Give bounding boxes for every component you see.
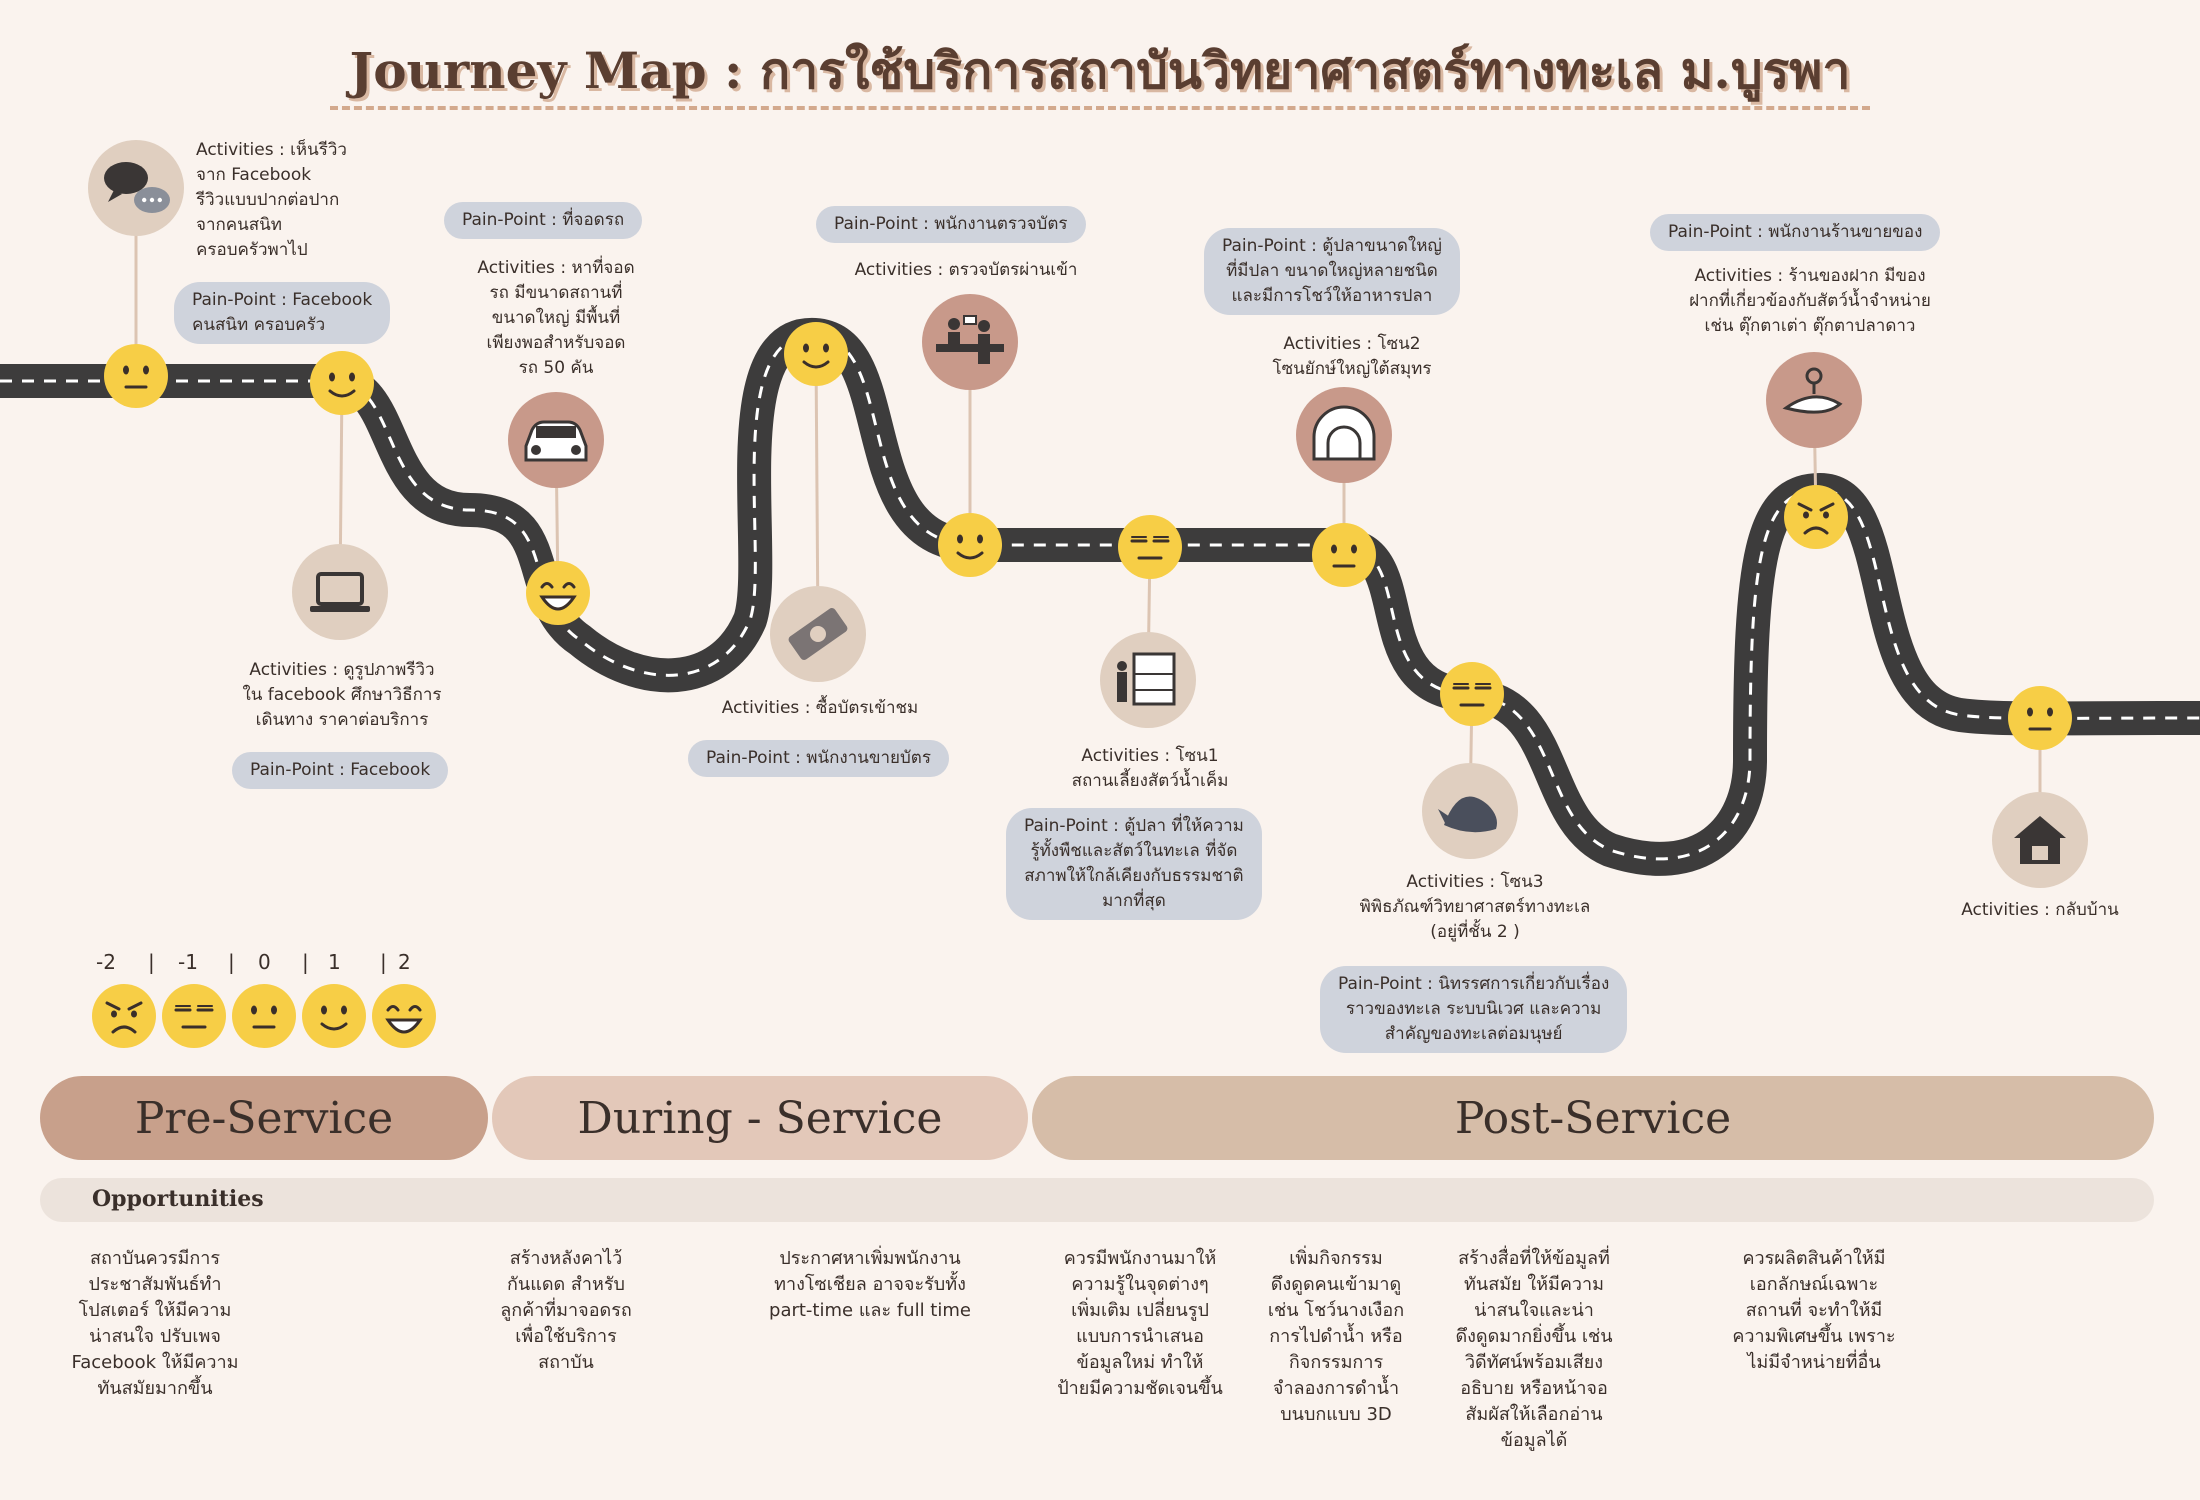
stage-pre-service: Pre-Service (40, 1076, 488, 1160)
scale-label-1: 1 (328, 950, 341, 974)
emotion-marker-1 (104, 344, 168, 408)
icon-circle-2 (292, 544, 388, 640)
step-3-activities: Activities : หาที่จอด รถ มีขนาดสถานที่ ข… (477, 258, 635, 378)
title-underline (330, 106, 1870, 110)
emotion-marker-10 (2008, 686, 2072, 750)
step-1-pain-point: Pain-Point : Facebook คนสนิท ครอบครัว (174, 282, 391, 344)
keychain-icon (1782, 367, 1843, 414)
scale-separator: | (148, 950, 155, 974)
scale-label-0: 0 (258, 950, 271, 974)
opportunity-3: ประกาศหาเพิ่มพนักงาน ทางโซเชียล อาจจะรับ… (769, 1248, 971, 1321)
opportunity-4: ควรมีพนักงานมาให้ ความรู้ในจุดต่างๆ เพิ่… (1057, 1248, 1223, 1399)
scale-emoji-2 (162, 984, 226, 1048)
scale-label-2: 2 (398, 950, 411, 974)
opportunities-bar (40, 1178, 2154, 1222)
stage-during-service: During - Service (492, 1076, 1028, 1160)
icon-circles (88, 140, 2088, 888)
step-4-activities: Activities : ซื้อบัตรเข้าชม (721, 698, 919, 718)
scale-separator: | (228, 950, 235, 974)
ticket-check-icon (936, 315, 1004, 364)
scale-emoji-4 (302, 984, 366, 1048)
scale-separator: | (380, 950, 387, 974)
laptop-icon (310, 572, 370, 612)
emotion-marker-6 (1118, 515, 1182, 579)
opportunity-5: เพิ่มกิจกรรม ดึงดูดคนเข้ามาดู เช่น โชว์น… (1267, 1248, 1405, 1425)
emotion-marker-4 (784, 322, 848, 386)
opportunity-6: สร้างสื่อที่ให้ข้อมูลที่ ทันสมัย ให้มีคว… (1455, 1248, 1613, 1451)
scale-emoji-3 (232, 984, 296, 1048)
step-7-activities: Activities : โซน2 โซนยักษ์ใหญ่ใต้สมุทร (1272, 334, 1432, 379)
emotion-marker-8 (1440, 662, 1504, 726)
opportunity-1: สถาบันควรมีการ ประชาสัมพันธ์ทำ โปสเตอร์ … (71, 1248, 239, 1399)
scale-label--2: -2 (96, 950, 116, 974)
tunnel-icon (1312, 405, 1376, 461)
opportunity-2: สร้างหลังคาไว้ กันแดด สำหรับ ลูกค้าที่มา… (500, 1248, 632, 1373)
emotion-markers (104, 322, 2072, 750)
emotion-marker-3 (526, 561, 590, 625)
step-5-activities: Activities : ตรวจบัตรผ่านเข้า (854, 260, 1078, 280)
step-9-activities: Activities : ร้านของฝาก มีของ ฝากที่เกี่… (1689, 266, 1931, 336)
emotion-marker-5 (938, 513, 1002, 577)
emotion-marker-7 (1312, 523, 1376, 587)
emotion-scale (92, 984, 436, 1048)
whale-icon (1438, 796, 1497, 833)
step-8-pain-point: Pain-Point : นิทรรศการเกี่ยวกับเรื่อง รา… (1320, 966, 1628, 1053)
scale-separator: | (302, 950, 309, 974)
opportunities-title: Opportunities (92, 1186, 264, 1212)
step-1-activities: Activities : เห็นรีวิว จาก Facebook รีวิ… (196, 140, 347, 260)
car-icon (524, 420, 588, 462)
opportunity-7: ควรผลิตสินค้าให้มี เอกลักษณ์เฉพาะ สถานที… (1732, 1248, 1896, 1373)
step-4-pain-point: Pain-Point : พนักงานขายบัตร (688, 740, 949, 777)
step-5-pain-point: Pain-Point : พนักงานตรวจบัตร (816, 206, 1086, 243)
step-2-activities: Activities : ดูรูปภาพรีวิว ใน facebook ศ… (242, 660, 442, 730)
step-6-activities: Activities : โซน1 สถานเลี้ยงสัตว์น้ำเค็ม (1071, 746, 1229, 791)
aquarium-icon (1117, 652, 1176, 706)
step-2-pain-point: Pain-Point : Facebook (232, 752, 449, 789)
emotion-marker-9 (1784, 485, 1848, 549)
step-7-pain-point: Pain-Point : ตู้ปลาขนาดใหญ่ ที่มีปลา ขนา… (1204, 228, 1460, 315)
scale-emoji-5 (372, 984, 436, 1048)
step-8-activities: Activities : โซน3 พิพิธภัณฑ์วิทยาศาสตร์ท… (1359, 872, 1591, 942)
step-6-pain-point: Pain-Point : ตู้ปลา ที่ให้ความ รู้ทั้งพื… (1006, 808, 1262, 920)
emotion-marker-2 (310, 351, 374, 415)
house-icon (2014, 816, 2066, 864)
road-centerline (0, 333, 2200, 861)
ticket-icon (788, 608, 848, 660)
step-10-activities: Activities : กลับบ้าน (1961, 900, 2119, 920)
road (0, 318, 2200, 876)
stage-post-service: Post-Service (1032, 1076, 2154, 1160)
scale-label--1: -1 (178, 950, 198, 974)
icon-circle-5 (922, 294, 1018, 390)
step-9-pain-point: Pain-Point : พนักงานร้านขายของ (1650, 214, 1941, 251)
page-title: Journey Map : การใช้บริการสถาบันวิทยาศาส… (349, 41, 1851, 100)
scale-emoji-1 (92, 984, 156, 1048)
step-3-pain-point: Pain-Point : ที่จอดรถ (444, 202, 643, 239)
speech-bubbles-icon (104, 162, 170, 213)
